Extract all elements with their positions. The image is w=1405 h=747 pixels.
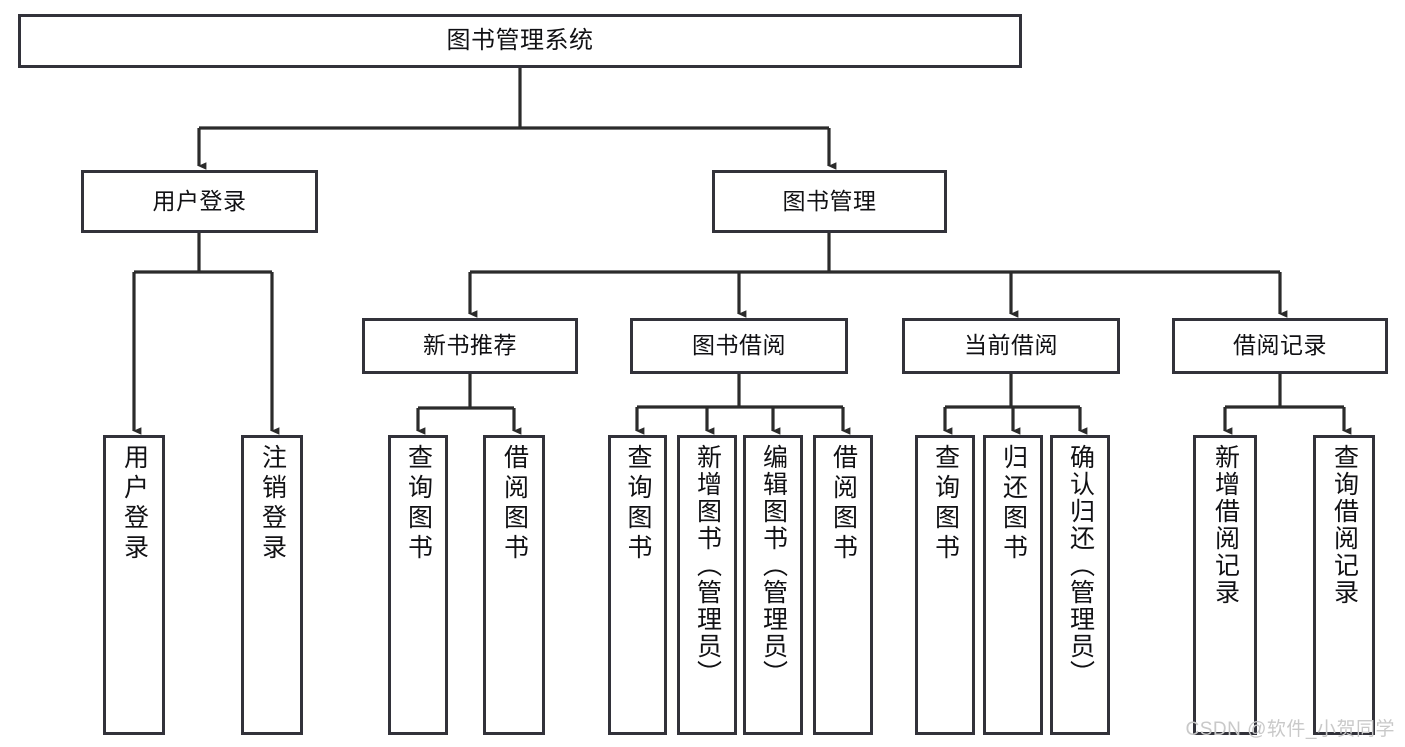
node-root[interactable]: 图书管理系统 [18, 14, 1022, 68]
node-leaf-confirm-return-label: 确认归还（管理员） [1066, 444, 1095, 687]
node-current-borrow-label: 当前借阅 [964, 332, 1058, 359]
node-leaf-confirm-return[interactable]: 确认归还（管理员） [1050, 435, 1110, 735]
node-leaf-borrow-book-2-label: 借阅图书 [829, 444, 858, 564]
node-book-management-label: 图书管理 [782, 187, 877, 214]
node-leaf-borrow-book-1[interactable]: 借阅图书 [483, 435, 545, 735]
node-book-management[interactable]: 图书管理 [712, 170, 947, 233]
node-leaf-query-book-3[interactable]: 查询图书 [915, 435, 975, 735]
node-user-login[interactable]: 用户登录 [81, 170, 318, 233]
node-new-book-recommend-label: 新书推荐 [423, 332, 517, 359]
node-user-login-label: 用户登录 [152, 187, 247, 214]
node-leaf-borrow-book-2[interactable]: 借阅图书 [813, 435, 873, 735]
node-leaf-add-book[interactable]: 新增图书（管理员） [677, 435, 737, 735]
node-leaf-add-book-label: 新增图书（管理员） [693, 444, 722, 687]
node-leaf-edit-book[interactable]: 编辑图书（管理员） [743, 435, 803, 735]
watermark-text: CSDN @软件_小贺同学 [1185, 719, 1395, 740]
node-borrow-record[interactable]: 借阅记录 [1172, 318, 1388, 374]
node-leaf-return-book-label: 归还图书 [999, 444, 1028, 564]
node-leaf-add-record[interactable]: 新增借阅记录 [1193, 435, 1257, 735]
node-leaf-logout[interactable]: 注销登录 [241, 435, 303, 735]
node-leaf-query-book-3-label: 查询图书 [931, 444, 960, 564]
node-new-book-recommend[interactable]: 新书推荐 [362, 318, 578, 374]
node-borrow-record-label: 借阅记录 [1233, 332, 1327, 359]
node-leaf-borrow-book-1-label: 借阅图书 [500, 444, 529, 564]
node-leaf-logout-label: 注销登录 [258, 444, 287, 564]
node-book-borrow[interactable]: 图书借阅 [630, 318, 848, 374]
node-root-label: 图书管理系统 [446, 26, 594, 54]
node-leaf-user-login-label: 用户登录 [120, 444, 149, 564]
node-leaf-query-book-1[interactable]: 查询图书 [388, 435, 448, 735]
node-leaf-query-book-1-label: 查询图书 [404, 444, 433, 564]
node-leaf-user-login[interactable]: 用户登录 [103, 435, 165, 735]
node-leaf-return-book[interactable]: 归还图书 [983, 435, 1043, 735]
node-leaf-query-record[interactable]: 查询借阅记录 [1313, 435, 1375, 735]
node-leaf-query-record-label: 查询借阅记录 [1330, 444, 1359, 606]
node-book-borrow-label: 图书借阅 [692, 332, 786, 359]
node-leaf-query-book-2[interactable]: 查询图书 [608, 435, 667, 735]
node-current-borrow[interactable]: 当前借阅 [902, 318, 1120, 374]
node-leaf-query-book-2-label: 查询图书 [624, 444, 652, 564]
node-leaf-edit-book-label: 编辑图书（管理员） [759, 444, 788, 687]
node-leaf-add-record-label: 新增借阅记录 [1211, 444, 1240, 606]
